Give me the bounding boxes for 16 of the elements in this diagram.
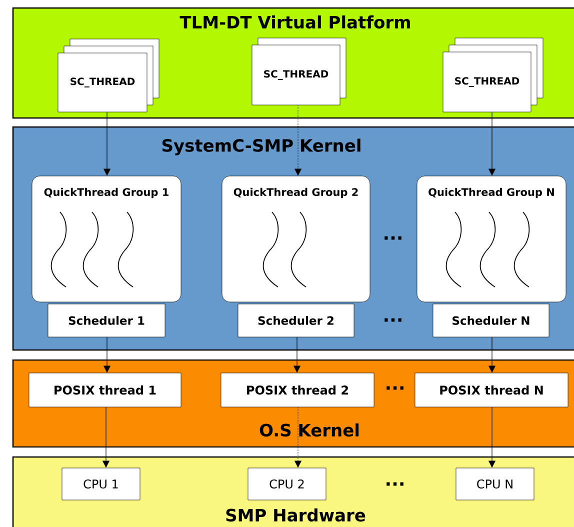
cpu-box: CPU 1: [62, 468, 140, 500]
posix-thread-box: POSIX thread N: [414, 372, 568, 408]
posix-thread-box: POSIX thread 2: [220, 372, 374, 408]
cpu-box: CPU 2: [248, 468, 326, 500]
thread-stack-box: SC_THREAD: [252, 38, 346, 106]
ellipsis: ...: [384, 236, 402, 240]
scheduler-box: Scheduler 2: [238, 304, 354, 338]
posix-thread-box: POSIX thread 1: [28, 372, 182, 408]
ellipsis: ...: [386, 482, 404, 486]
thread-stack-box: SC_THREAD: [58, 38, 160, 112]
thread-stack-box: SC_THREAD: [442, 38, 544, 112]
cpu-box: CPU N: [456, 468, 534, 500]
ellipsis: ...: [384, 318, 402, 322]
scheduler-box: Scheduler 1: [48, 304, 166, 338]
scheduler-box: Scheduler N: [432, 304, 550, 338]
ellipsis: ...: [386, 386, 404, 390]
